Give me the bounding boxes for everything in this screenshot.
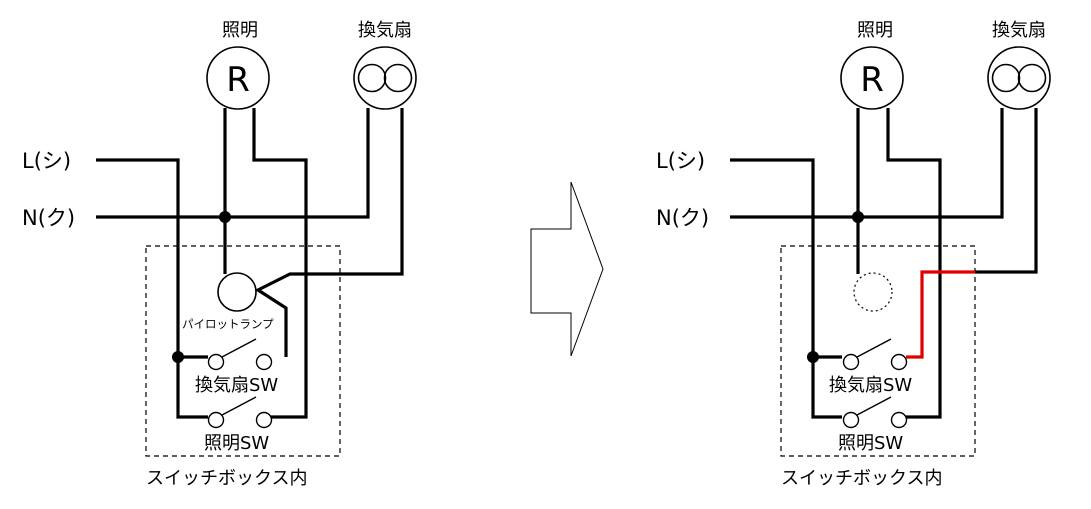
light-sw-terminal-b <box>890 411 908 429</box>
fan-sw-terminal-b <box>890 353 908 371</box>
fan-sw-terminal-a <box>207 353 225 371</box>
pilot-lamp <box>217 272 257 312</box>
junction-l <box>807 351 819 363</box>
before-diagram: 照明 換気扇 R L(シ) N(ク) スイッチボックス内 パイロットランプ 換気… <box>22 20 417 489</box>
wire-n <box>730 108 1004 219</box>
wire-light-return <box>886 108 942 419</box>
wire-l <box>730 158 842 419</box>
line-n-label: N(ク) <box>22 206 75 230</box>
fan-symbol-left <box>357 63 387 93</box>
line-l-label: L(シ) <box>656 149 705 173</box>
new-wire-fan-return <box>906 270 975 359</box>
light-sw-terminal-a <box>842 411 860 429</box>
wire-light-return <box>252 108 308 419</box>
fan-label: 換気扇 <box>992 20 1046 41</box>
wire-fan-return <box>975 108 1038 274</box>
wire-n <box>96 108 370 219</box>
fan-sw-lever <box>221 338 257 358</box>
fan-sw-lever <box>856 338 892 358</box>
light-sw-label: 照明SW <box>838 433 903 454</box>
light-sw-terminal-a <box>207 411 225 429</box>
switch-box-label: スイッチボックス内 <box>781 468 942 489</box>
light-fixture <box>840 46 904 110</box>
fan-label: 換気扇 <box>358 20 412 41</box>
light-label: 照明 <box>222 20 258 41</box>
junction-l <box>172 351 184 363</box>
switch-box <box>780 245 976 457</box>
line-l-label: L(シ) <box>22 149 71 173</box>
fan-symbol-left <box>991 63 1021 93</box>
fan-sw-label: 換気扇SW <box>829 375 912 396</box>
light-sw-lever <box>221 396 257 416</box>
fan-sw-label: 換気扇SW <box>195 375 278 396</box>
line-n-label: N(ク) <box>656 206 709 230</box>
light-label: 照明 <box>857 20 893 41</box>
pilot-lamp-label: パイロットランプ <box>182 317 274 331</box>
after-diagram: 照明 換気扇 R L(シ) N(ク) スイッチボックス内 換気扇SW <box>656 20 1051 489</box>
fan-sw-terminal-a <box>842 353 860 371</box>
light-sw-lever <box>856 396 892 416</box>
wire-fan-return <box>254 108 404 357</box>
junction-n <box>852 211 864 223</box>
removed-pilot-lamp <box>853 272 893 312</box>
fan-symbol-right <box>1017 63 1047 93</box>
fan-symbol-right <box>383 63 413 93</box>
light-symbol: R <box>860 60 884 100</box>
light-sw-label: 照明SW <box>204 433 269 454</box>
switch-box-label: スイッチボックス内 <box>146 468 307 489</box>
light-fixture <box>206 46 270 110</box>
transform-arrow <box>530 181 604 357</box>
light-symbol: R <box>226 60 250 100</box>
light-sw-terminal-b <box>255 411 273 429</box>
switch-box <box>145 245 341 457</box>
junction-n <box>219 211 231 223</box>
wire-l <box>96 158 208 419</box>
fan-sw-terminal-b <box>255 353 273 371</box>
